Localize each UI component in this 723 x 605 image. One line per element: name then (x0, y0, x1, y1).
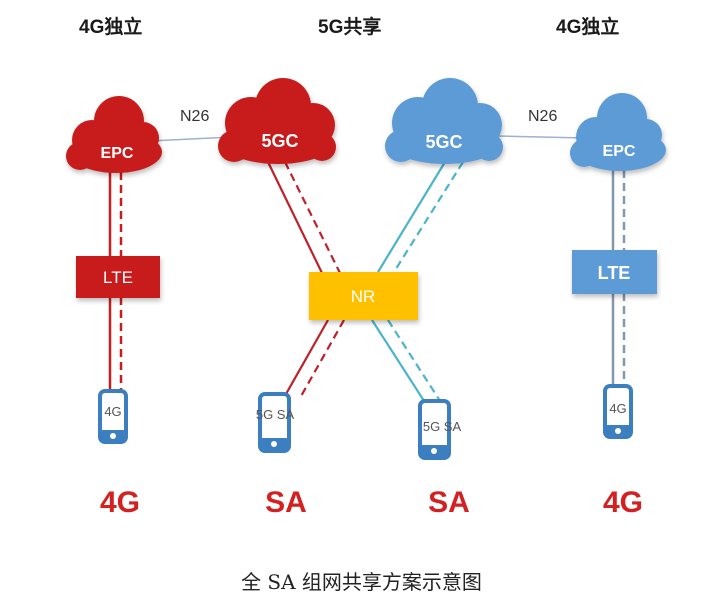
epc-right-label: EPC (603, 143, 636, 160)
cloud-5gc-blue (385, 78, 503, 164)
link-nr-ue-red-solid (285, 319, 329, 395)
bottom-label-sa-red: SA (265, 486, 307, 519)
lte-box-left (76, 256, 160, 298)
header-right: 4G独立 (556, 17, 620, 38)
phone-4g-right-label: 4G (609, 401, 626, 416)
lte-box-right (572, 250, 657, 294)
links (108, 135, 626, 405)
phone-4g-right (603, 384, 633, 439)
lte-right-label: LTE (598, 263, 631, 283)
nr-label: NR (351, 287, 376, 306)
bottom-label-sa-blue: SA (428, 486, 470, 519)
phone-4g-left-label: 4G (104, 404, 121, 419)
epc-left-label: EPC (101, 145, 134, 162)
phone-5g-sa-blue-label: 5G SA (423, 419, 462, 434)
header-center: 5G共享 (318, 17, 382, 38)
link-nr-ue-blue-solid (371, 319, 427, 405)
n26-label-left: N26 (180, 108, 209, 125)
cloud-epc-right (570, 93, 666, 171)
phone-5g-sa-blue (418, 399, 451, 460)
cloud-epc-left (66, 96, 162, 173)
phone-5g-sa-red-label: 5G SA (256, 407, 295, 422)
phone-5g-sa-red (258, 392, 291, 453)
header-left: 4G独立 (79, 17, 143, 38)
n26-link-left (149, 136, 233, 142)
lte-left-label: LTE (103, 268, 133, 287)
link-5gc-red-nr-solid (267, 161, 323, 274)
link-nr-ue-red-dashed (299, 319, 345, 399)
link-5gc-blue-nr-dashed (393, 161, 464, 273)
diagram-caption: 全 SA 组网共享方案示意图 (241, 570, 482, 594)
link-nr-ue-blue-dashed (387, 319, 443, 405)
bottom-label-4g-left: 4G (99, 486, 141, 519)
bottom-label-4g-right: 4G (602, 486, 644, 519)
link-5gc-blue-nr-solid (377, 161, 446, 273)
5gc-red-label: 5GC (261, 131, 298, 151)
phone-4g-left (98, 389, 128, 444)
link-5gc-red-nr-dashed (284, 161, 341, 274)
5gc-blue-label: 5GC (425, 132, 462, 152)
n26-label-right: N26 (528, 108, 557, 125)
n26-link-right (495, 135, 586, 139)
cloud-5gc-red (218, 78, 336, 164)
nr-box (309, 272, 418, 320)
